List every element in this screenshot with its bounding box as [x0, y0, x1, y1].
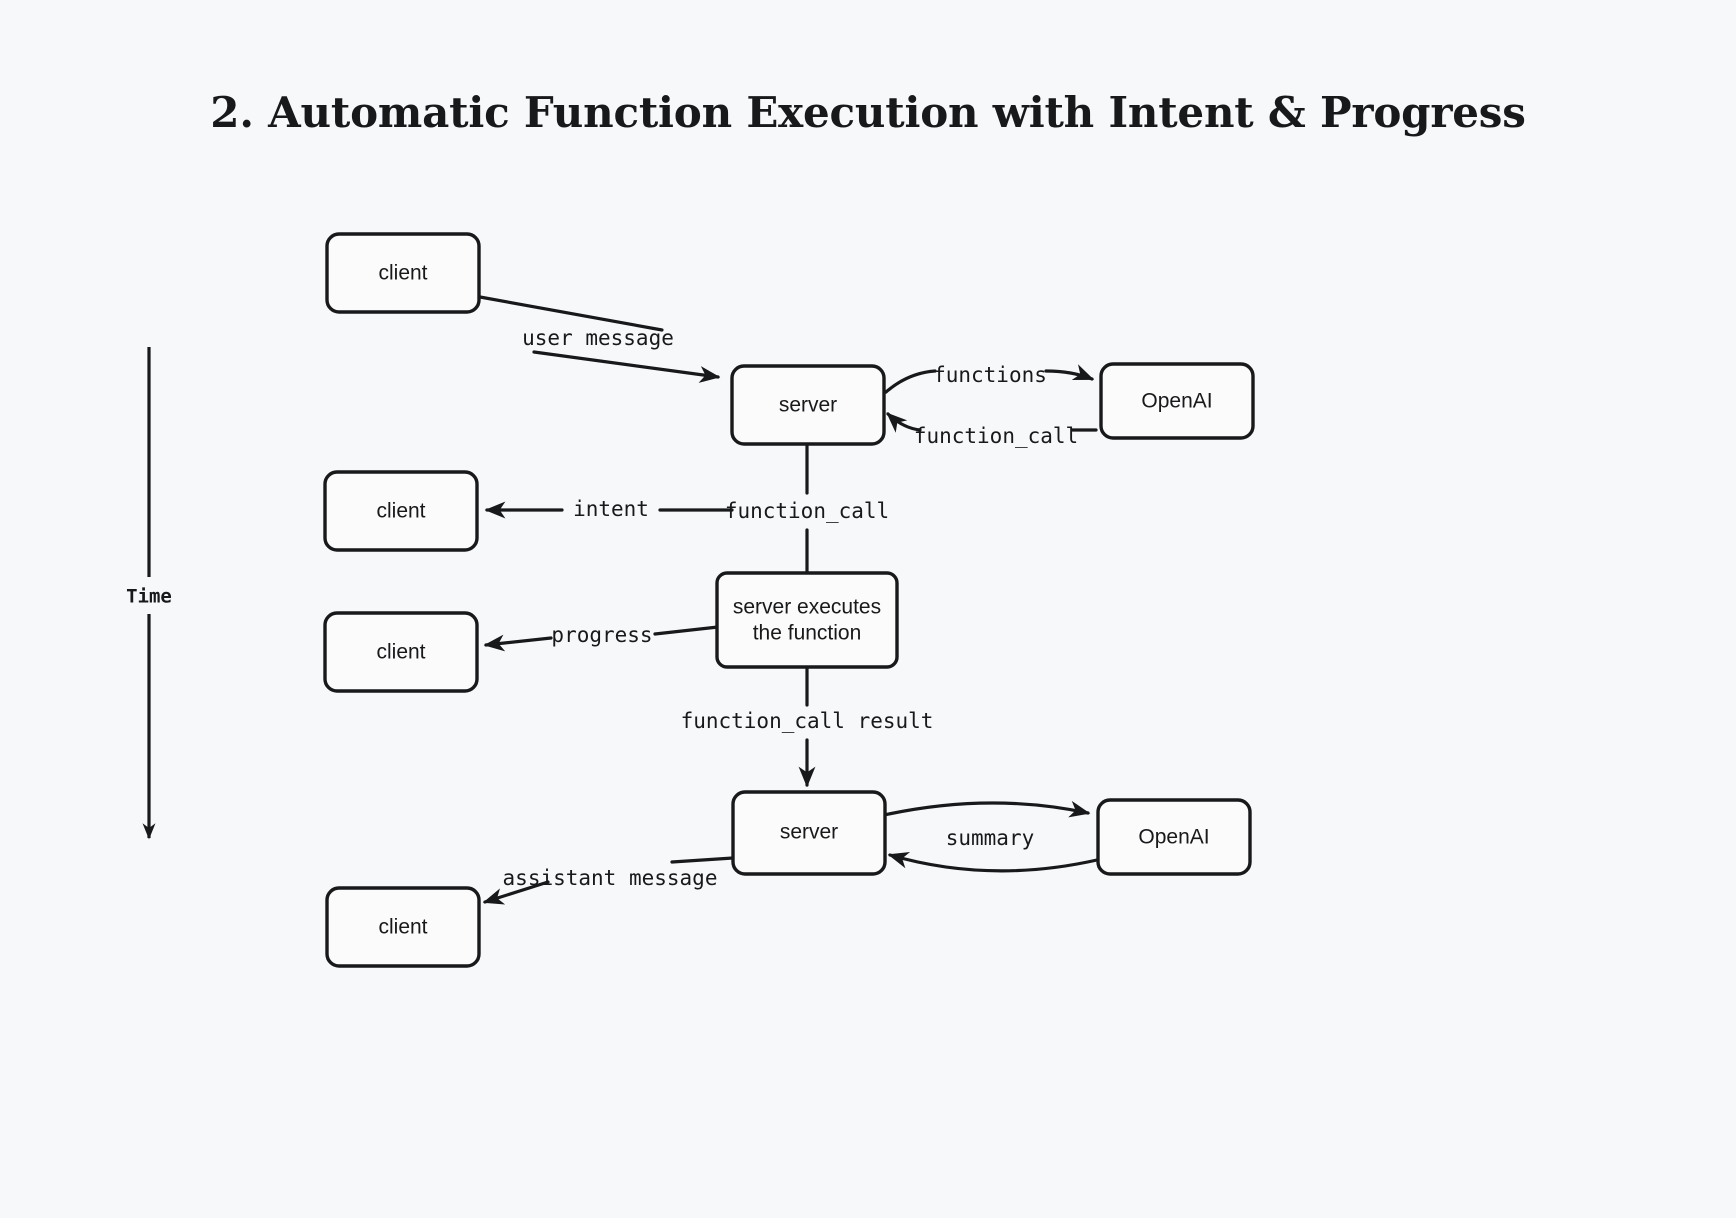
edge-progress: progress — [483, 623, 720, 652]
edge-assistant-message-line-b — [482, 880, 550, 905]
node-client-bottom[interactable]: client — [325, 886, 481, 968]
edge-user-message-line-a — [478, 295, 664, 332]
time-axis: Time — [126, 347, 172, 840]
node-openai-top[interactable]: OpenAI — [1099, 362, 1255, 440]
node-client-intent-label: client — [376, 500, 425, 523]
node-client-top-label: client — [378, 262, 427, 285]
edge-summary-label: summary — [946, 826, 1035, 850]
edge-user-message: user message — [478, 295, 721, 383]
node-server-top-box[interactable] — [730, 364, 886, 446]
node-client-progress-box[interactable] — [323, 611, 479, 693]
edge-function-call-result: function_call result — [681, 665, 934, 788]
edge-summary-response: summary — [887, 826, 1099, 873]
node-server-executes-label-line1: server executes — [733, 596, 881, 619]
edge-assistant-message-label: assistant message — [503, 866, 718, 890]
node-server-top[interactable]: server — [730, 364, 886, 446]
edge-summary-response-line — [887, 852, 1099, 873]
node-openai-top-label: OpenAI — [1141, 390, 1212, 413]
edge-function-call-reply-label: function_call — [914, 424, 1078, 448]
time-axis-label: Time — [126, 586, 172, 608]
edge-functions-label: functions — [933, 363, 1047, 387]
edge-summary-request — [882, 800, 1091, 818]
node-server-executes-box[interactable] — [715, 571, 899, 669]
edge-assistant-message: assistant message — [482, 856, 735, 905]
node-server-top-label: server — [779, 394, 837, 417]
node-client-top-box[interactable] — [325, 232, 481, 314]
node-server-bottom[interactable]: server — [731, 790, 887, 876]
node-client-progress-label: client — [376, 641, 425, 664]
node-server-bottom-box[interactable] — [731, 790, 887, 876]
node-server-executes[interactable]: server executes the function — [715, 571, 899, 669]
edge-functions: functions — [884, 363, 1095, 394]
edge-user-message-label: user message — [522, 326, 674, 350]
edge-intent: intent — [484, 497, 734, 521]
edge-functions-line-b — [1044, 364, 1095, 381]
node-openai-bottom-box[interactable] — [1096, 798, 1252, 876]
node-openai-bottom[interactable]: OpenAI — [1096, 798, 1252, 876]
edge-progress-line-b — [483, 634, 553, 652]
edge-function-call-reply-line-b — [886, 412, 922, 433]
edge-function-call-result-label: function_call result — [681, 709, 934, 733]
edge-progress-line-a — [653, 625, 720, 636]
page-title: 2. Automatic Function Execution with Int… — [210, 88, 1526, 137]
node-server-bottom-label: server — [780, 821, 838, 844]
node-openai-top-box[interactable] — [1099, 362, 1255, 440]
edge-summary-request-line — [882, 800, 1091, 818]
node-client-bottom-label: client — [378, 916, 427, 939]
edge-functions-line-a — [884, 369, 937, 394]
node-openai-bottom-label: OpenAI — [1138, 826, 1209, 849]
edge-function-call-down-label: function_call — [725, 499, 889, 523]
edge-assistant-message-line-a — [670, 856, 735, 864]
edge-function-call-down: function_call — [725, 444, 889, 574]
edge-function-call-reply: function_call — [886, 412, 1098, 448]
node-client-intent[interactable]: client — [323, 470, 479, 552]
node-server-executes-label-line2: the function — [753, 622, 862, 645]
edge-intent-label: intent — [573, 497, 649, 521]
edge-user-message-line-b — [532, 350, 721, 383]
node-client-bottom-box[interactable] — [325, 886, 481, 968]
edge-progress-label: progress — [551, 623, 652, 647]
node-client-intent-box[interactable] — [323, 470, 479, 552]
node-client-top[interactable]: client — [325, 232, 481, 314]
node-client-progress[interactable]: client — [323, 611, 479, 693]
